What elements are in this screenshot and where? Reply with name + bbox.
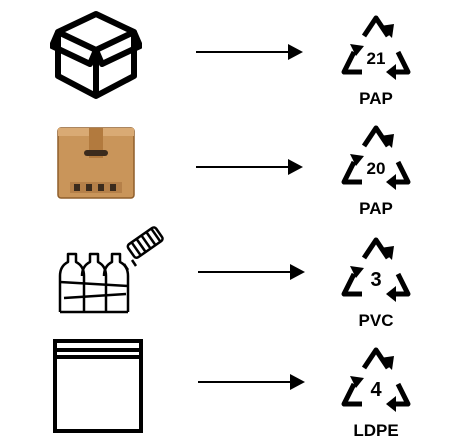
cardboard-shipping-box-icon — [56, 124, 136, 200]
recycling-symbol: 4 LDPE — [336, 346, 416, 441]
open-cardboard-box-icon — [49, 10, 143, 102]
material-abbreviation: LDPE — [353, 421, 398, 440]
recycling-symbol: 20 PAP — [336, 124, 416, 219]
resin-code: 20 — [367, 159, 386, 178]
recycling-symbol: 3 PVC — [336, 236, 416, 331]
plastic-bag-icon — [52, 338, 144, 434]
arrow-right-icon — [196, 157, 304, 177]
material-abbreviation: PAP — [359, 199, 393, 218]
arrow-right-icon — [198, 262, 306, 282]
recycling-symbol: 21 PAP — [336, 14, 416, 109]
shrink-wrapped-bottles-icon — [54, 222, 166, 318]
resin-code: 4 — [370, 379, 382, 401]
resin-code: 21 — [367, 49, 386, 68]
arrow-right-icon — [196, 42, 304, 62]
material-abbreviation: PAP — [359, 89, 393, 108]
material-abbreviation: PVC — [359, 311, 394, 330]
arrow-right-icon — [198, 372, 306, 392]
resin-code: 3 — [370, 269, 381, 291]
